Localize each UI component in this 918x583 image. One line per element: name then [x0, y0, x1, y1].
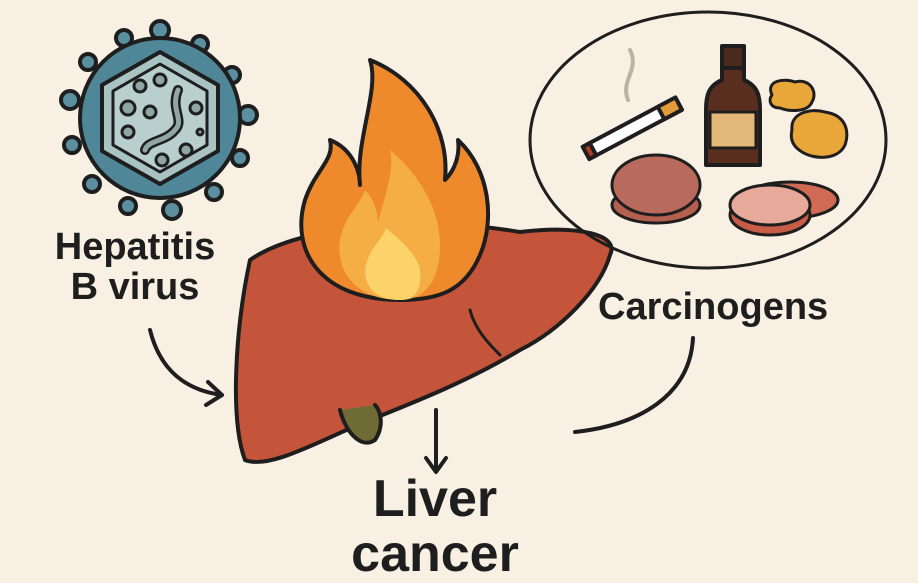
liver-cancer-line1: Liver: [372, 470, 498, 528]
liver-cancer-line2: cancer: [351, 524, 519, 583]
bottle-icon: [704, 44, 762, 167]
hepatitis-label-line2: B virus: [70, 265, 200, 308]
hepatitis-label-line1: Hepatitis: [54, 226, 216, 268]
smoke-icon: [624, 48, 635, 102]
cigarette-icon: [580, 95, 684, 162]
carcinogens-label: Carcinogens: [598, 286, 829, 328]
arrow-carcinogens-to-liver: [573, 336, 695, 434]
hepatitis-b-virus-label: Hepatitis B virus: [20, 226, 250, 308]
fire-icon: [299, 58, 491, 302]
hepatitis-b-virus-icon: [59, 19, 259, 221]
processed-meat-icon: [610, 153, 840, 237]
liver-cancer-label: Liver cancer: [330, 472, 540, 581]
fried-food-icon: [768, 78, 849, 159]
carcinogens-group: [528, 10, 888, 270]
arrow-virus-to-liver: [148, 328, 224, 397]
